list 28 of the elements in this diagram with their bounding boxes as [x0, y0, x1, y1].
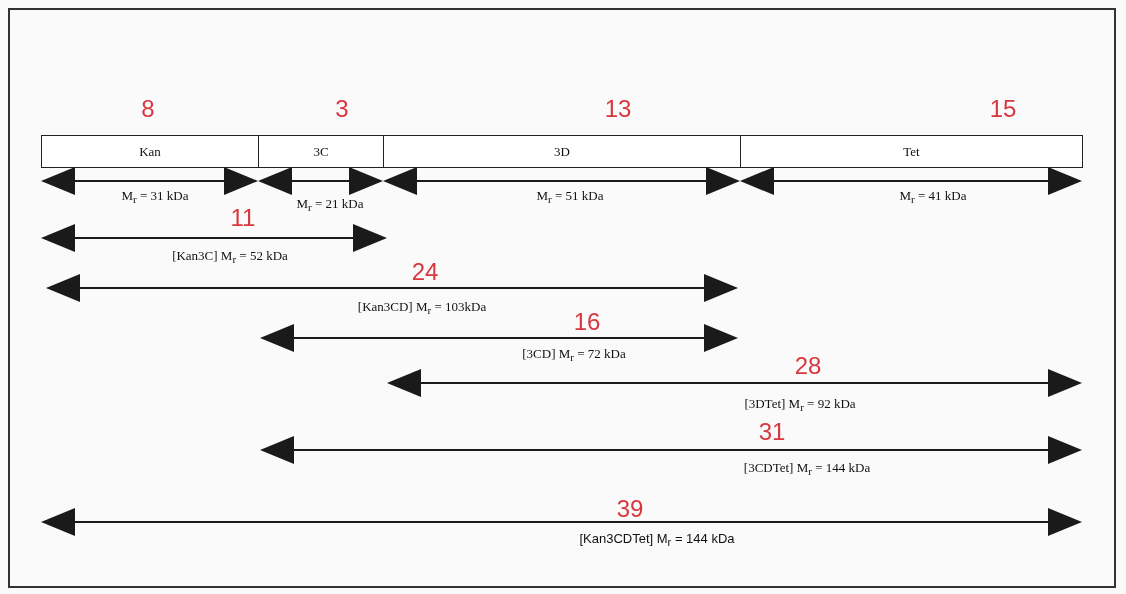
- segment-name: Tet: [903, 143, 920, 160]
- segment-box: [383, 135, 741, 168]
- mass-label: [3CDTet] M$_{r}$ = 144 kDa: [743, 460, 871, 476]
- mass-label: M$_{r}$ = 41 kDa: [899, 188, 967, 204]
- segment-box: [740, 135, 1083, 168]
- segment-number: 8: [141, 97, 155, 121]
- segment-name: 3D: [554, 143, 570, 160]
- segment-number: 3: [335, 97, 349, 121]
- span-number: 11: [230, 206, 256, 230]
- segment-name: 3C: [313, 143, 329, 160]
- segment-box: [41, 135, 259, 168]
- mass-label: M$_{r}$ = 31 kDa: [121, 188, 189, 204]
- span-number: 31: [758, 420, 786, 444]
- segment-number: 13: [604, 97, 632, 121]
- segment-name: Kan: [139, 143, 161, 160]
- span-number: 39: [616, 497, 644, 521]
- mass-label: [Kan3CD] M$_{r}$ = 103kDa: [357, 299, 487, 315]
- segment-box: [258, 135, 384, 168]
- mass-label: [3CD] M$_{r}$ = 72 kDa: [522, 346, 626, 362]
- span-number: 24: [411, 260, 439, 284]
- mass-label: [3DTet] M$_{r}$ = 92 kDa: [744, 396, 856, 412]
- span-number: 28: [794, 354, 822, 378]
- mass-label: M$_{r}$ = 51 kDa: [536, 188, 604, 204]
- mass-label: [Kan3CDTet] M$_{r}$ = 144 kDa: [579, 531, 735, 546]
- mass-label: M$_{r}$ = 21 kDa: [296, 196, 364, 212]
- mass-label: [Kan3C] M$_{r}$ = 52 kDa: [172, 248, 288, 264]
- segment-number: 15: [989, 97, 1017, 121]
- span-number: 16: [573, 310, 601, 334]
